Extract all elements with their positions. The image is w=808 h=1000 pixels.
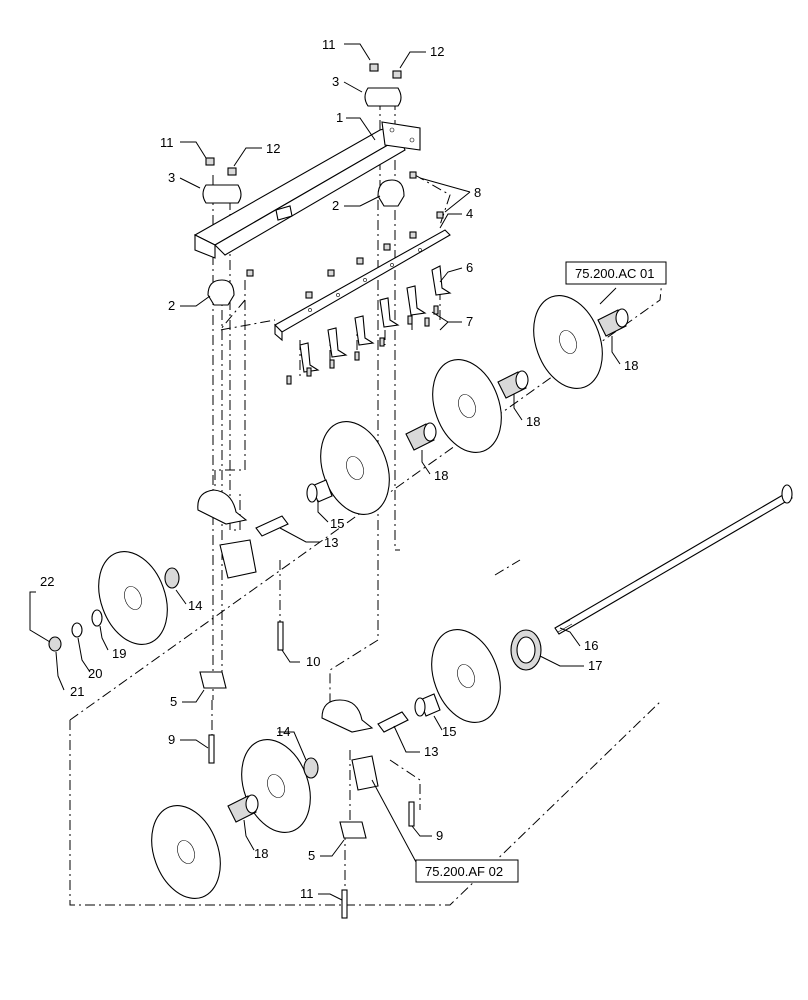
callout-19: 19 xyxy=(112,646,126,661)
callout-5: 5 xyxy=(170,694,177,709)
callout-7: 7 xyxy=(466,314,473,329)
callout-14: 14 xyxy=(276,724,290,739)
reference-box-top[interactable]: 75.200.AC 01 xyxy=(565,261,667,285)
coulter-discs xyxy=(98,295,603,899)
callout-18: 18 xyxy=(434,468,448,483)
callout-5: 5 xyxy=(308,848,315,863)
callout-11: 11 xyxy=(160,135,174,150)
callout-18: 18 xyxy=(624,358,638,373)
callout-labels: 11 12 3 1 11 12 3 8 2 4 6 2 7 18 18 18 1… xyxy=(40,37,638,901)
reference-label-top[interactable]: 75.200.AC 01 xyxy=(575,266,655,281)
callout-11: 11 xyxy=(322,37,336,52)
callout-17: 17 xyxy=(588,658,602,673)
callout-14: 14 xyxy=(188,598,202,613)
callout-21: 21 xyxy=(70,684,84,699)
callout-2: 2 xyxy=(332,198,339,213)
callout-8: 8 xyxy=(474,185,481,200)
callout-6: 6 xyxy=(466,260,473,275)
leader-lines xyxy=(29,43,621,901)
callout-9: 9 xyxy=(436,828,443,843)
callout-3: 3 xyxy=(332,74,339,89)
callout-12: 12 xyxy=(266,141,280,156)
callout-18: 18 xyxy=(254,846,268,861)
scraper-bar-part-4 xyxy=(274,229,451,342)
callout-9: 9 xyxy=(168,732,175,747)
callout-13: 13 xyxy=(424,744,438,759)
callout-22: 22 xyxy=(40,574,54,589)
callout-11: 11 xyxy=(300,886,314,901)
hubs-and-spools xyxy=(48,308,629,823)
hardware-nuts-bolts xyxy=(199,63,452,919)
callout-4: 4 xyxy=(466,206,473,221)
callout-1: 1 xyxy=(336,110,343,125)
callout-15: 15 xyxy=(330,516,344,531)
callout-20: 20 xyxy=(88,666,102,681)
callout-12: 12 xyxy=(430,44,444,59)
callout-13: 13 xyxy=(324,535,338,550)
callout-18: 18 xyxy=(526,414,540,429)
callout-16: 16 xyxy=(584,638,598,653)
callout-10: 10 xyxy=(306,654,320,669)
gang-shaft-part-16 xyxy=(510,484,793,671)
toolbar-beam-part-1 xyxy=(193,121,421,259)
reference-box-bottom[interactable]: 75.200.AF 02 xyxy=(415,859,519,883)
callout-3: 3 xyxy=(168,170,175,185)
callout-15: 15 xyxy=(442,724,456,739)
callout-2: 2 xyxy=(168,298,175,313)
reference-label-bottom[interactable]: 75.200.AF 02 xyxy=(425,864,503,879)
